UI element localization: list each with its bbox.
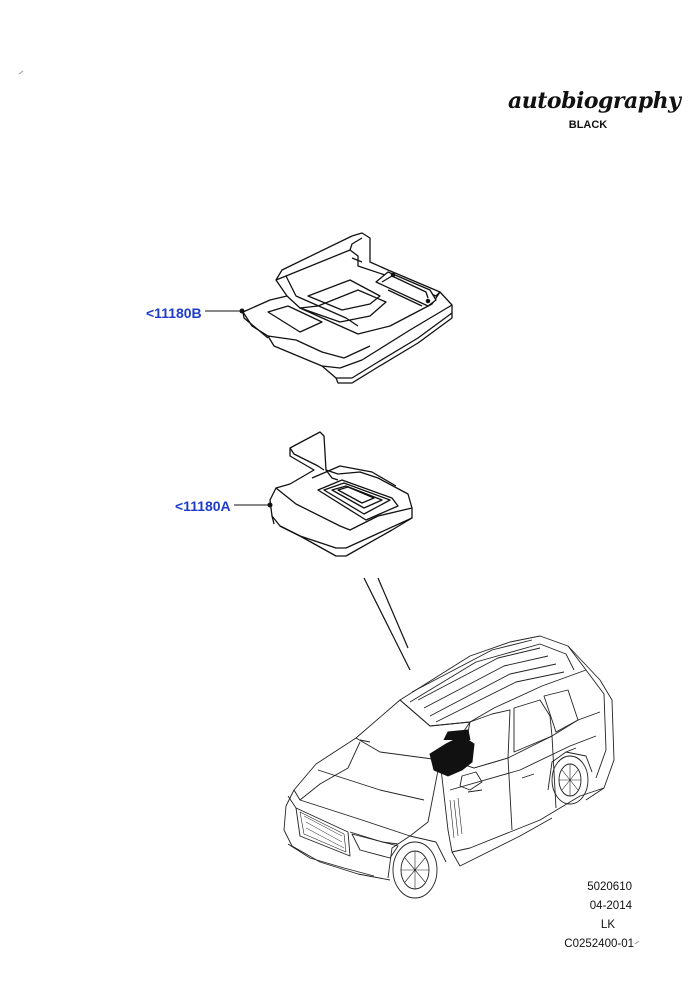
brand-logo-script: autobiography: [508, 88, 681, 114]
part-callout-11180a[interactable]: <11180A: [175, 498, 231, 514]
leader-dot-b: [239, 308, 245, 314]
floor-mat-b[interactable]: [242, 232, 453, 384]
reference-code: 5020610: [587, 881, 632, 893]
floor-mat-a[interactable]: [269, 431, 413, 557]
reference-date: 04-2014: [589, 900, 632, 912]
brand-logo-subtitle: BLACK: [568, 119, 608, 131]
leader-dot-a: [267, 502, 273, 508]
reference-initials: LK: [600, 919, 615, 931]
end-mark: [634, 940, 640, 945]
mat-location-highlight: [429, 735, 475, 777]
pointer-line-1: [363, 577, 411, 671]
mat-location-tab: [443, 729, 471, 741]
part-callout-11180b[interactable]: <11180B: [146, 305, 202, 321]
pointer-line-2: [377, 577, 409, 649]
reference-drawing-number: C0252400-01: [564, 938, 634, 950]
corner-mark: [18, 70, 24, 75]
